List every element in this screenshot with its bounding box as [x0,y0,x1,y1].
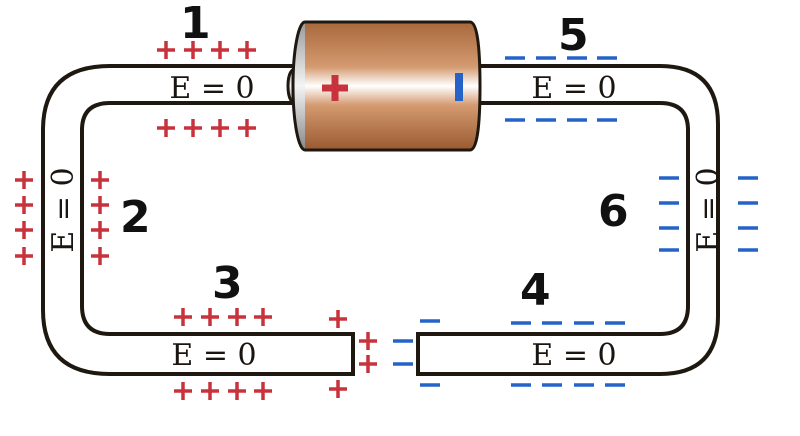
positive-charge [228,382,246,400]
positive-charge [174,308,192,326]
positive-charge [174,382,192,400]
charges [15,41,758,400]
positive-charge [238,119,256,137]
positive-charge [91,196,109,214]
positive-charge [359,332,377,350]
positive-charge [201,308,219,326]
positive-charge [228,308,246,326]
field-label-right: E = 0 [691,167,726,252]
positive-charge [211,119,229,137]
field-label-bottom-left: E = 0 [171,338,256,373]
annotation-2: 2 [120,192,151,243]
annotation-5: 5 [558,10,589,61]
positive-charge [184,119,202,137]
battery-positive-terminal-sign [322,75,348,101]
positive-charge [329,310,347,328]
annotation-4: 4 [520,265,551,316]
annotation-6: 6 [598,186,629,237]
positive-charge [157,119,175,137]
positive-charge [359,355,377,373]
positive-charge [254,382,272,400]
battery [286,20,482,152]
battery-negative-terminal-sign [455,73,463,101]
positive-charge [201,382,219,400]
positive-charge [254,308,272,326]
positive-charge [329,380,347,398]
positive-charge [238,41,256,59]
positive-charge [91,247,109,265]
positive-charge [211,41,229,59]
positive-charge [184,41,202,59]
field-label-left: E = 0 [46,167,81,252]
positive-charge [157,41,175,59]
positive-charge [91,171,109,189]
field-label-top-right: E = 0 [531,71,616,106]
annotation-1: 1 [180,0,211,49]
positive-charge [15,247,33,265]
field-label-bottom-right: E = 0 [531,338,616,373]
positive-charge [15,171,33,189]
positive-charge [15,196,33,214]
field-label-top-left: E = 0 [169,71,254,106]
positive-charge [91,221,109,239]
wire [41,64,720,376]
annotation-3: 3 [212,258,243,309]
positive-charge [15,221,33,239]
